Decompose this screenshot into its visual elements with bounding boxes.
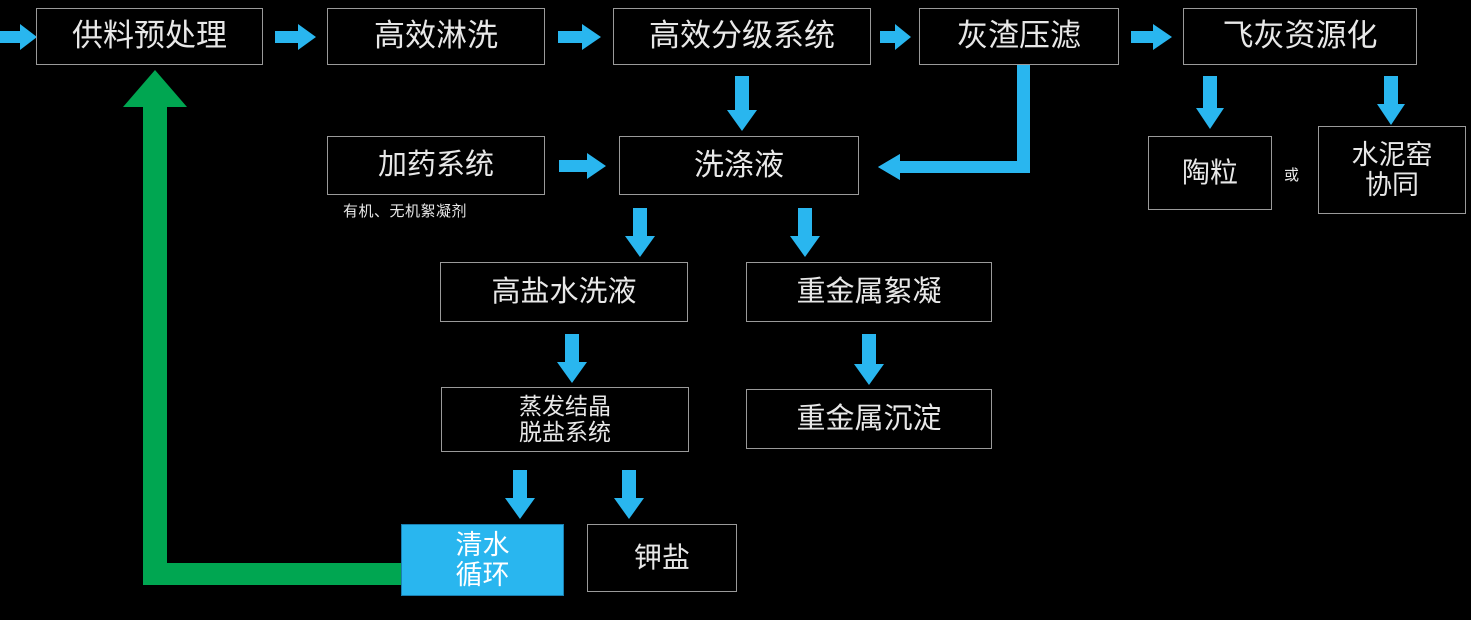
arrow-highsalt-to-evap bbox=[556, 334, 588, 384]
node-high-efficiency-washing[interactable]: 高效淋洗 bbox=[327, 8, 545, 65]
node-evaporation-crystallization[interactable]: 蒸发结晶 脱盐系统 bbox=[441, 387, 689, 452]
node-label: 清水 循环 bbox=[455, 529, 510, 590]
node-fly-ash-resource[interactable]: 飞灰资源化 bbox=[1183, 8, 1417, 65]
node-ash-filter-press[interactable]: 灰渣压滤 bbox=[919, 8, 1119, 65]
node-label: 陶粒 bbox=[1181, 157, 1238, 189]
node-washing-liquid[interactable]: 洗涤液 bbox=[619, 136, 859, 195]
arrow-heavymetalfloc-to-precip bbox=[853, 334, 885, 386]
arrow-grading-to-ashfilter bbox=[880, 24, 912, 50]
arrow-flyash-to-cementkiln bbox=[1376, 76, 1406, 126]
arrow-cleanwater-recycle-to-feed bbox=[123, 70, 403, 585]
arrow-washliquid-to-heavymetal bbox=[789, 208, 821, 258]
node-label: 高效淋洗 bbox=[374, 18, 498, 54]
node-heavy-metal-precipitation[interactable]: 重金属沉淀 bbox=[746, 389, 992, 449]
arrow-ashfilter-to-flyash bbox=[1131, 24, 1173, 50]
flocculant-note-label: 有机、无机絮凝剂 bbox=[343, 203, 468, 220]
arrow-evap-to-potassium bbox=[613, 470, 645, 520]
node-label: 飞灰资源化 bbox=[1222, 18, 1378, 54]
node-label: 洗涤液 bbox=[694, 148, 784, 182]
arrow-washliquid-to-highsalt bbox=[624, 208, 656, 258]
arrow-into-feed bbox=[0, 24, 38, 50]
arrow-ashfilter-to-washliquid bbox=[859, 65, 1031, 182]
arrow-grading-to-washliquid bbox=[726, 76, 758, 132]
node-label: 水泥窑 协同 bbox=[1351, 139, 1433, 200]
arrow-washing-to-grading bbox=[558, 24, 602, 50]
node-label: 高效分级系统 bbox=[649, 18, 835, 54]
node-dosing-system[interactable]: 加药系统 bbox=[327, 136, 545, 195]
node-heavy-metal-flocculation[interactable]: 重金属絮凝 bbox=[746, 262, 992, 322]
node-high-salt-wash-liquid[interactable]: 高盐水洗液 bbox=[440, 262, 688, 322]
node-label: 钾盐 bbox=[633, 542, 690, 574]
node-ceramsite[interactable]: 陶粒 bbox=[1148, 136, 1272, 210]
node-label: 蒸发结晶 脱盐系统 bbox=[519, 392, 611, 445]
node-label: 供料预处理 bbox=[72, 18, 227, 54]
arrow-flyash-to-ceramsite bbox=[1195, 76, 1225, 130]
or-connector-label: 或 bbox=[1284, 167, 1300, 184]
node-label: 重金属沉淀 bbox=[796, 402, 942, 435]
node-grading-system[interactable]: 高效分级系统 bbox=[613, 8, 871, 65]
node-label: 加药系统 bbox=[377, 149, 494, 182]
node-feed-pretreatment[interactable]: 供料预处理 bbox=[36, 8, 263, 65]
arrow-feed-to-washing bbox=[275, 24, 317, 50]
arrow-evap-to-cleanwater bbox=[504, 470, 536, 520]
node-label: 灰渣压滤 bbox=[957, 18, 1081, 54]
node-label: 高盐水洗液 bbox=[491, 275, 637, 308]
node-potassium-salt[interactable]: 钾盐 bbox=[587, 524, 737, 592]
node-label: 重金属絮凝 bbox=[796, 275, 942, 308]
arrow-dosing-to-washliquid bbox=[559, 153, 607, 179]
node-cement-kiln-co-processing[interactable]: 水泥窑 协同 bbox=[1318, 126, 1466, 214]
node-clean-water-recycle[interactable]: 清水 循环 bbox=[401, 524, 564, 596]
